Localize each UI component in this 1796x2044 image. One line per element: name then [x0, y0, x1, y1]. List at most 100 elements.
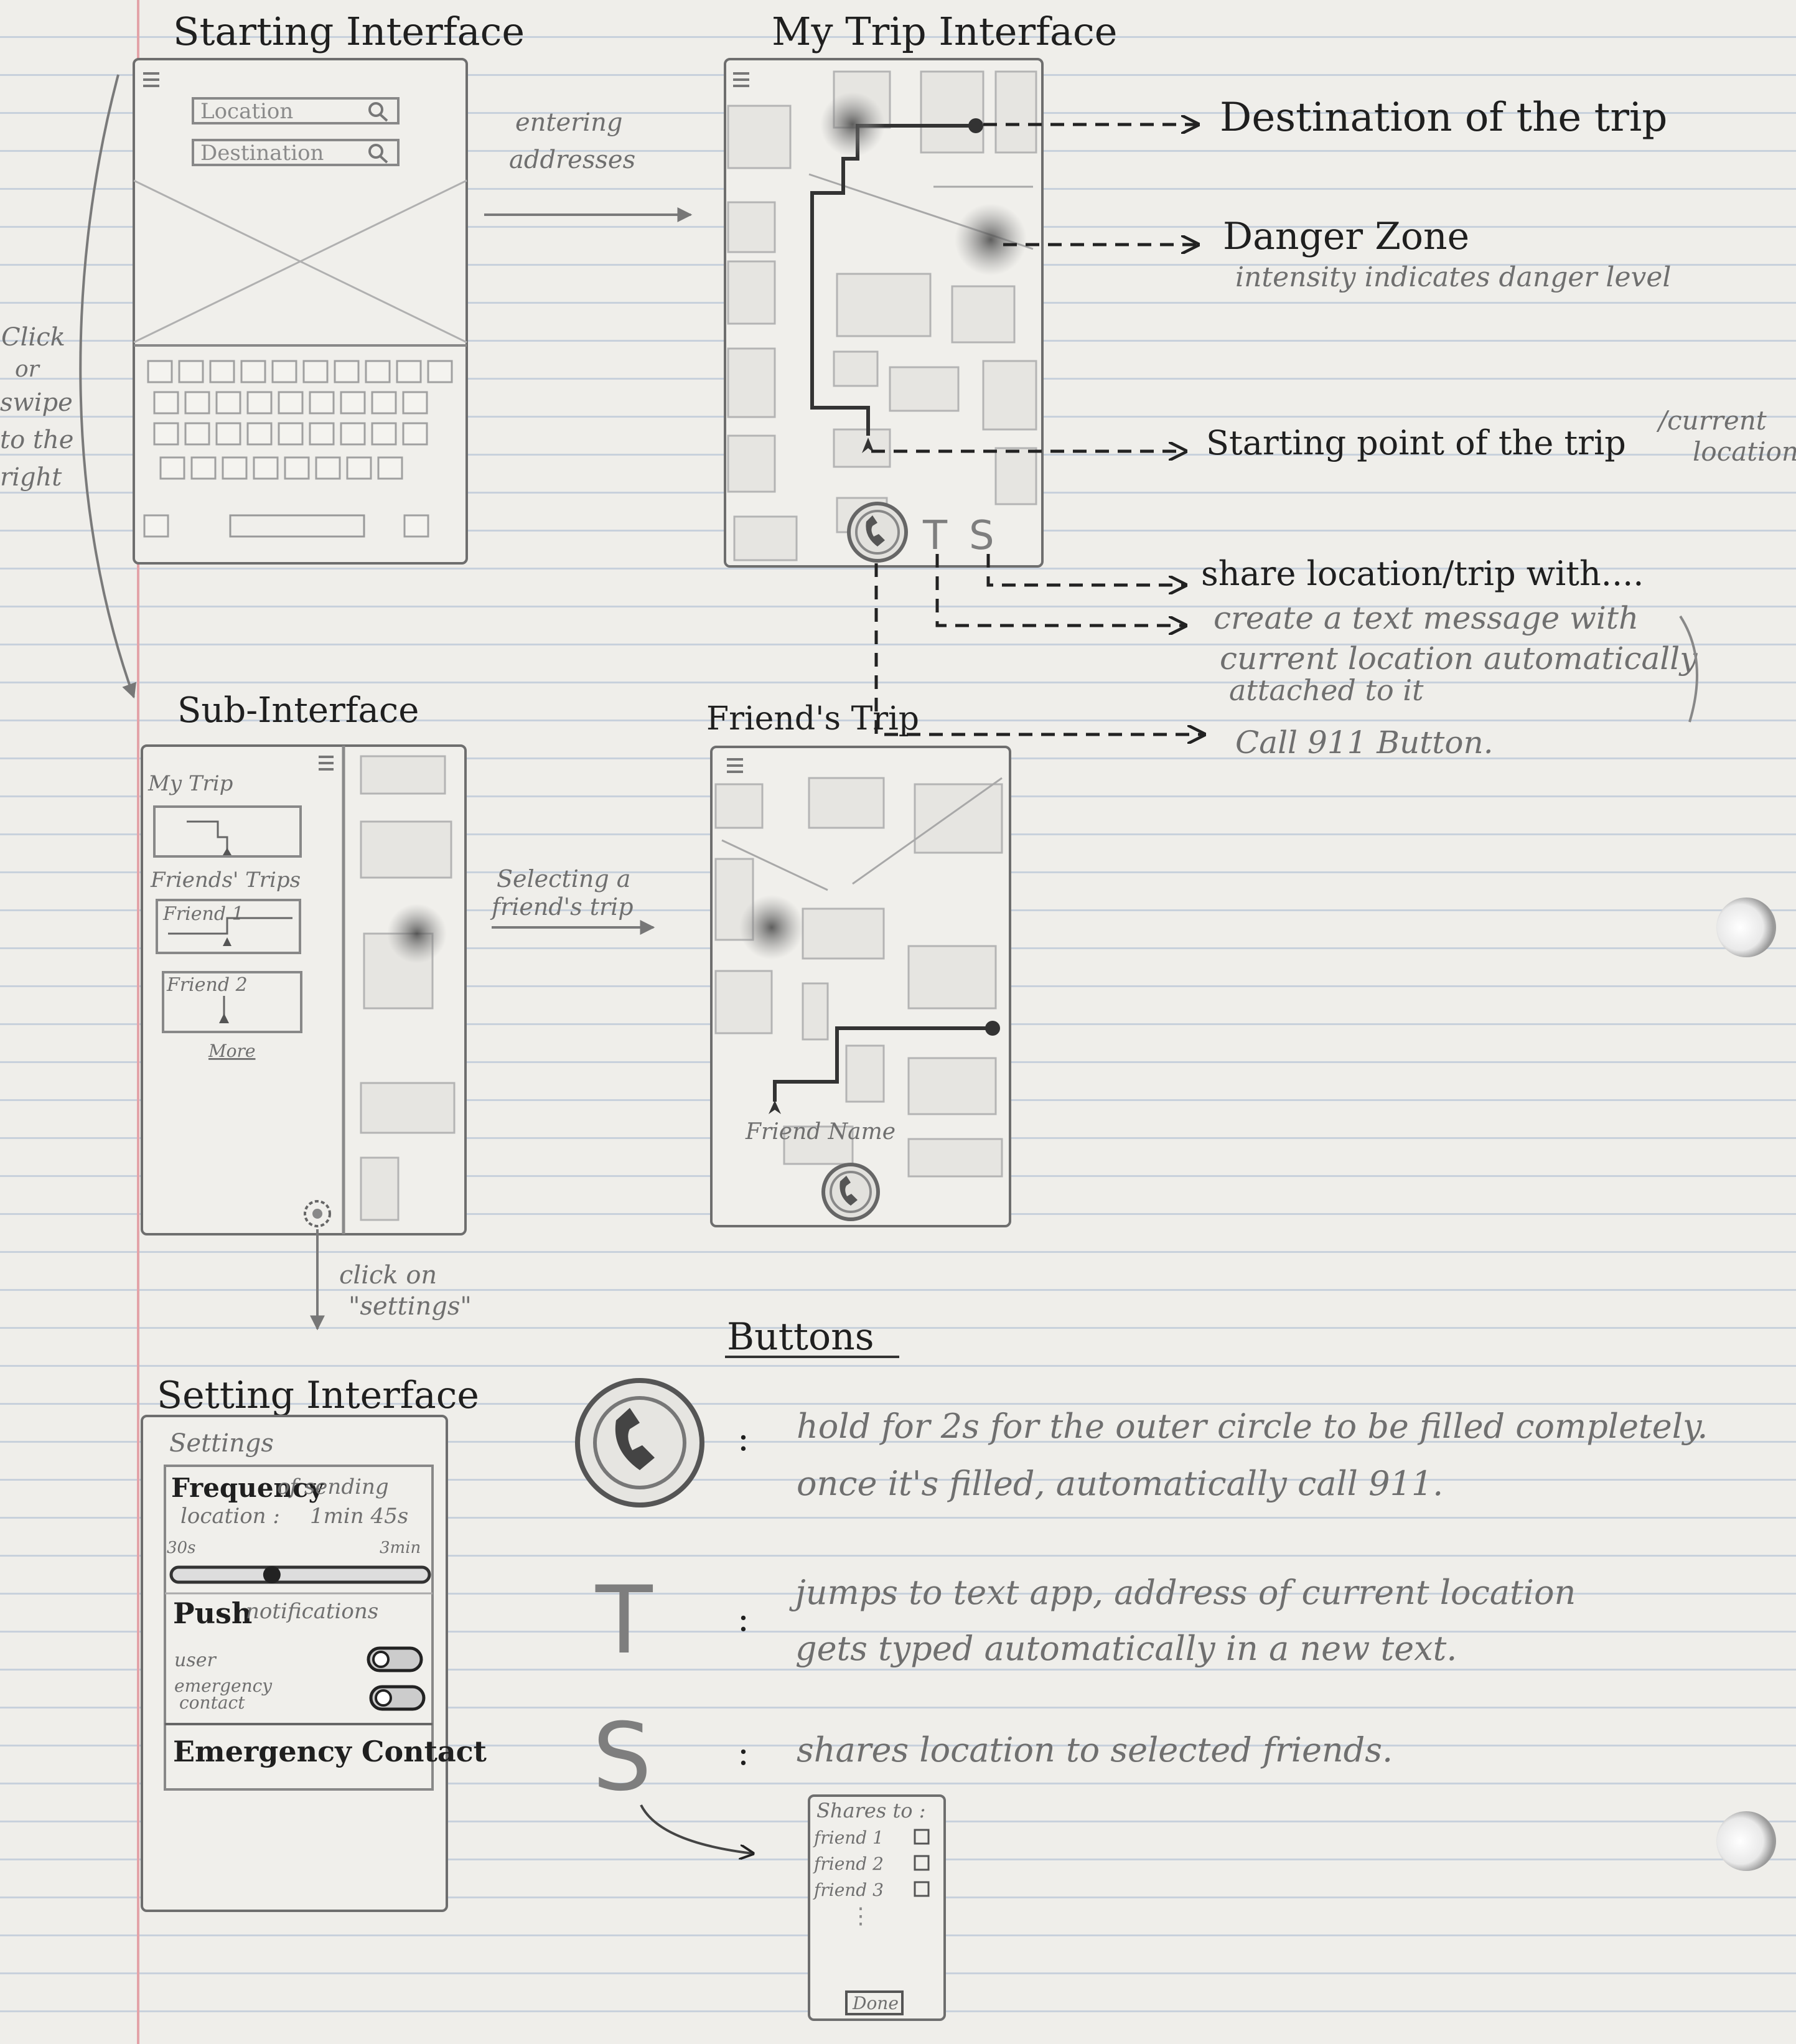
- share-friend-checkbox[interactable]: [914, 1829, 930, 1845]
- my-trip-screen: T S: [724, 58, 1044, 568]
- push-user-toggle[interactable]: [367, 1646, 423, 1672]
- annotation-current-2: location: [1693, 436, 1796, 467]
- menu-icon[interactable]: [143, 72, 159, 87]
- share-friend-label: friend 3: [813, 1880, 884, 1900]
- keyboard-key[interactable]: [209, 360, 235, 383]
- friend2-trip-thumbnail[interactable]: Friend 2: [162, 971, 302, 1033]
- frequency-slider[interactable]: [169, 1565, 431, 1584]
- emergency-contact-link[interactable]: Emergency Contact: [173, 1735, 487, 1768]
- map-placeholder: [133, 179, 467, 347]
- punch-hole: [1716, 1811, 1776, 1871]
- settings-gear-icon[interactable]: [304, 1200, 331, 1227]
- push-notifications-label: notifications: [246, 1599, 378, 1624]
- keyboard-key[interactable]: [240, 360, 266, 383]
- share-friend-checkbox[interactable]: [914, 1881, 930, 1897]
- friend1-trip-thumbnail[interactable]: Friend 1: [156, 899, 301, 954]
- legend-s-line1: shares location to selected friends.: [797, 1730, 1393, 1770]
- sub-more-link[interactable]: More: [208, 1041, 255, 1061]
- keyboard-key[interactable]: [340, 391, 366, 415]
- legend-t-line1: jumps to text app, address of current lo…: [789, 1573, 1576, 1612]
- call-911-button[interactable]: [821, 1163, 880, 1221]
- title-setting-interface: Setting Interface: [157, 1374, 479, 1417]
- keyboard-key[interactable]: [371, 391, 397, 415]
- text-message-button[interactable]: T: [922, 513, 948, 559]
- keyboard-key[interactable]: [315, 456, 341, 480]
- keyboard-key[interactable]: [403, 514, 429, 538]
- keyboard-key[interactable]: [147, 360, 173, 383]
- keyboard-key[interactable]: [143, 514, 169, 538]
- keyboard-key[interactable]: [153, 391, 179, 415]
- annotation-destination: Destination of the trip: [1220, 95, 1667, 141]
- keyboard-key[interactable]: [215, 422, 241, 446]
- keyboard-key[interactable]: [215, 391, 241, 415]
- sub-interface-screen: My Trip Friends' Trips Friend 1 Friend 2…: [141, 744, 467, 1235]
- annotation-text-2: current location automatically: [1220, 640, 1698, 677]
- keyboard-key[interactable]: [340, 422, 366, 446]
- keyboard-key[interactable]: [402, 391, 428, 415]
- keyboard-key[interactable]: [284, 456, 310, 480]
- keyboard-key[interactable]: [309, 391, 335, 415]
- keyboard-key[interactable]: [371, 422, 397, 446]
- keyboard-key[interactable]: [346, 456, 372, 480]
- keyboard-key[interactable]: [427, 360, 453, 383]
- map-blocks: [727, 70, 1037, 561]
- keyboard-spacebar[interactable]: [229, 514, 365, 538]
- keyboard-key[interactable]: [178, 360, 204, 383]
- keyboard-key[interactable]: [309, 422, 335, 446]
- keyboard-key[interactable]: [246, 422, 273, 446]
- destination-input[interactable]: Destination: [192, 139, 400, 166]
- danger-zone-marker: [387, 904, 447, 963]
- keyboard-key[interactable]: [396, 360, 422, 383]
- share-done-button[interactable]: Done: [845, 1990, 904, 2015]
- share-friend-label: friend 2: [813, 1854, 884, 1874]
- note-or: or: [15, 357, 40, 382]
- frequency-slider-thumb[interactable]: [263, 1566, 281, 1583]
- title-starting-interface: Starting Interface: [173, 9, 525, 54]
- keyboard-key[interactable]: [253, 456, 279, 480]
- legend-s-glyph: S: [592, 1704, 652, 1812]
- keyboard-key[interactable]: [271, 360, 297, 383]
- share-done-label: Done: [852, 1993, 899, 2014]
- location-input[interactable]: Location: [192, 97, 400, 124]
- keyboard-key[interactable]: [246, 391, 273, 415]
- call-911-button[interactable]: [847, 502, 908, 563]
- menu-icon[interactable]: [727, 758, 743, 773]
- menu-icon[interactable]: [733, 72, 749, 87]
- push-emergency-label-1: emergency: [174, 1676, 273, 1696]
- keyboard-key[interactable]: [278, 391, 304, 415]
- keyboard-key[interactable]: [302, 360, 329, 383]
- note-selecting-1: Selecting a: [497, 865, 630, 893]
- pointer-text: [935, 554, 1186, 626]
- keyboard-key[interactable]: [153, 422, 179, 446]
- keyboard-key[interactable]: [365, 360, 391, 383]
- my-trip-thumbnail[interactable]: [153, 805, 302, 858]
- note-swipe: swipe: [0, 388, 73, 417]
- note-right: right: [0, 463, 62, 492]
- keyboard-key[interactable]: [184, 422, 210, 446]
- menu-icon[interactable]: [319, 756, 334, 771]
- share-location-button[interactable]: S: [969, 513, 994, 559]
- keyboard-key[interactable]: [402, 422, 428, 446]
- keyboard-key[interactable]: [377, 456, 403, 480]
- keyboard-key[interactable]: [184, 391, 210, 415]
- keyboard-key[interactable]: [222, 456, 248, 480]
- frequency-max-label: 3min: [380, 1539, 421, 1557]
- buttons-heading: Buttons: [727, 1315, 874, 1359]
- keyboard-key[interactable]: [190, 456, 217, 480]
- push-emergency-label-2: contact: [179, 1692, 245, 1713]
- keyboard[interactable]: [143, 360, 453, 538]
- annotation-call-911: Call 911 Button.: [1235, 724, 1494, 761]
- legend-call-line1: hold for 2s for the outer circle to be f…: [797, 1407, 1708, 1446]
- friend-route: [773, 1026, 986, 1102]
- setting-interface-screen: Settings Frequency of sending location :…: [141, 1415, 487, 1912]
- keyboard-key[interactable]: [334, 360, 360, 383]
- share-friend-checkbox[interactable]: [914, 1855, 930, 1871]
- note-click: Click: [1, 323, 65, 352]
- keyboard-key[interactable]: [159, 456, 185, 480]
- push-emergency-toggle[interactable]: [369, 1685, 426, 1711]
- annotation-text-3: attached to it: [1229, 673, 1424, 707]
- keyboard-key[interactable]: [278, 422, 304, 446]
- note-entering: entering: [515, 108, 622, 137]
- sub-map-strip: [360, 755, 456, 1221]
